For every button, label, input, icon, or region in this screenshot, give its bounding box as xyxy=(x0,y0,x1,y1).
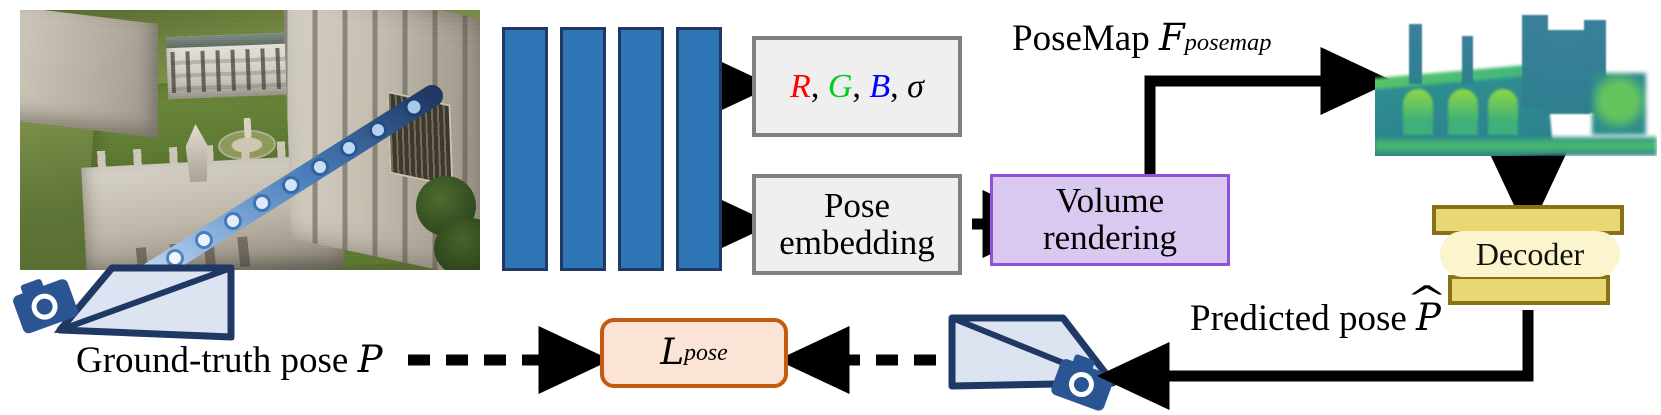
mlp-layer-bar xyxy=(676,27,722,271)
posemap-subscript: posemap xyxy=(1184,29,1272,56)
arrow-volume-rendering-to-posemap xyxy=(1144,46,1394,174)
predicted-pose-text: Predicted pose xyxy=(1190,298,1407,339)
posemap-ground xyxy=(1375,136,1657,156)
posemap-tower xyxy=(1521,15,1548,108)
ground-truth-camera-frustum xyxy=(53,264,235,341)
posemap-tree xyxy=(1591,73,1646,135)
volume-rendering-line1: Volume xyxy=(1055,181,1165,221)
posemap-label: PoseMap Fposemap xyxy=(1012,16,1271,60)
rgb-b-label: B xyxy=(869,67,891,105)
mlp-layer-bar xyxy=(502,27,548,271)
photo-grain xyxy=(20,10,480,270)
predicted-camera-frustum xyxy=(948,314,1117,390)
posemap-arch xyxy=(1487,89,1518,135)
scene-photo xyxy=(20,10,480,270)
loss-subscript: pose xyxy=(684,339,728,366)
posemap-label-text: PoseMap xyxy=(1012,18,1150,59)
decoder-bar xyxy=(1448,275,1610,305)
volume-rendering-box: Volume rendering xyxy=(990,174,1230,266)
nerf-mlp xyxy=(502,27,722,271)
ground-truth-pose-label: Ground-truth pose P xyxy=(76,338,382,382)
posemap-image xyxy=(1375,6,1657,156)
rgb-r-label: R xyxy=(790,67,811,105)
rgb-g-label: G xyxy=(827,67,853,105)
posemap-tower xyxy=(1408,24,1422,84)
posemap-tower xyxy=(1544,30,1591,114)
camera-icon xyxy=(1051,354,1114,411)
sigma-label: σ xyxy=(907,67,924,105)
pose-embedding-line2: embedding xyxy=(779,222,935,262)
mlp-layer-bar xyxy=(560,27,606,271)
volume-rendering-line2: rendering xyxy=(1042,218,1178,257)
posemap-arch xyxy=(1448,89,1479,135)
camera-icon xyxy=(13,279,78,334)
pose-embedding-box: Pose embedding xyxy=(752,174,962,275)
posemap-symbol: F xyxy=(1158,16,1185,59)
posemap-tower xyxy=(1462,36,1474,84)
posemap-arch xyxy=(1403,89,1434,135)
rgb-sigma-box: R, G, B, σ xyxy=(752,36,962,137)
pose-embedding-line1: Pose xyxy=(823,185,891,225)
decoder-label: Decoder xyxy=(1440,231,1620,277)
predicted-pose-label: Predicted pose P xyxy=(1190,296,1441,340)
predicted-pose-symbol: P xyxy=(1416,296,1441,339)
ground-truth-pose-symbol: P xyxy=(357,338,383,381)
loss-symbol: L xyxy=(660,332,685,374)
ground-truth-pose-text: Ground-truth pose xyxy=(76,340,349,381)
mlp-layer-bar xyxy=(618,27,664,271)
